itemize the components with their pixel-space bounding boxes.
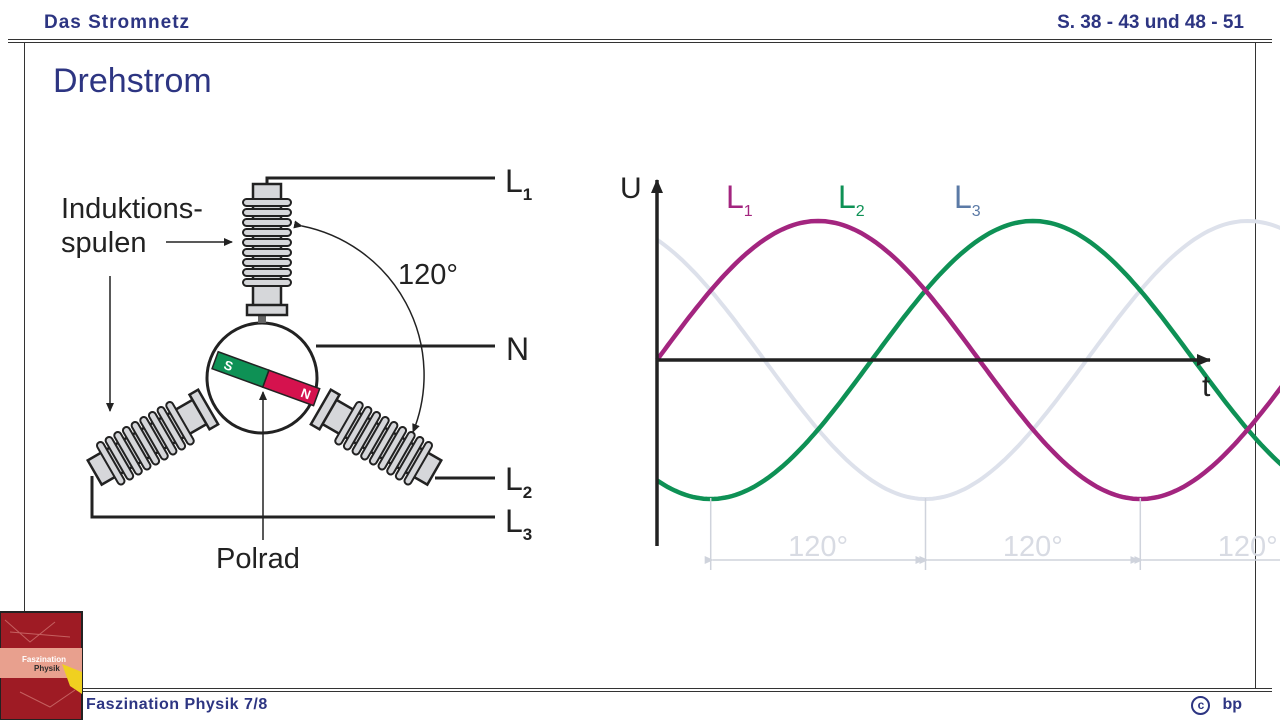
footer-book-title: Faszination Physik 7/8	[86, 696, 268, 713]
coil-label-line1: Induktions-	[61, 193, 203, 225]
coil-winding	[394, 435, 425, 481]
x-axis-label: t	[1202, 370, 1211, 403]
footer-divider-top	[8, 688, 1272, 689]
coil-label-line2: spulen	[61, 227, 146, 259]
series-label-l3: L3	[954, 179, 981, 220]
frame-right	[1255, 42, 1256, 688]
y-axis-label: U	[620, 172, 642, 205]
coil-winding	[242, 248, 292, 257]
frame-left	[24, 42, 25, 688]
header-divider-bottom	[8, 42, 1272, 43]
book-cover-thumbnail: Faszination Physik	[0, 611, 83, 720]
series-line-l3	[655, 218, 1280, 502]
copyright-icon: c	[1191, 696, 1211, 715]
header-page-reference: S. 38 - 43 und 48 - 51	[1057, 12, 1244, 33]
wire-l3	[90, 476, 495, 519]
coil-winding	[156, 405, 187, 451]
three-phase-chart: U t L1 L2 L3 120° 120° 120°	[620, 172, 1280, 570]
angle-label: 120°	[398, 259, 458, 291]
slide-title: Drehstrom	[53, 62, 212, 100]
wire-l1	[265, 176, 495, 185]
induction-coil-right	[309, 387, 443, 487]
coil-winding	[139, 415, 169, 461]
phase-dimensions: 120° 120° 120°	[704, 498, 1280, 570]
phase-dim-label: 120°	[1218, 531, 1278, 563]
cover-subtitle: Physik	[34, 664, 60, 673]
footer-divider-bottom	[8, 691, 1272, 692]
phase-dim-label: 120°	[788, 531, 848, 563]
terminal-l1-label: L1	[505, 163, 532, 204]
header-divider-top	[8, 39, 1272, 40]
coil-winding	[242, 258, 292, 267]
phase-dim-label: 120°	[1003, 531, 1063, 563]
coil-winding	[242, 218, 292, 227]
coil-winding	[242, 238, 292, 247]
coil-winding	[242, 228, 292, 237]
chart-series-group	[655, 218, 1280, 502]
terminal-neutral-label: N	[506, 331, 529, 367]
angle-arc	[293, 220, 425, 433]
induction-coil-top	[242, 182, 292, 317]
coil-connector-top	[258, 312, 266, 323]
terminal-l3-label: L3	[505, 503, 532, 544]
coil-winding	[242, 268, 292, 277]
header-topic: Das Stromnetz	[44, 12, 191, 33]
series-label-l2: L2	[838, 179, 865, 220]
coil-winding	[242, 208, 292, 217]
rotor-label: Polrad	[216, 543, 300, 575]
coil-winding	[242, 198, 292, 207]
induction-coil-left	[86, 387, 220, 487]
coil-winding	[165, 400, 195, 446]
coil-winding	[95, 440, 126, 486]
coil-winding	[147, 410, 178, 456]
coil-foot	[245, 303, 289, 317]
coil-foot	[187, 387, 220, 432]
coil-winding	[130, 420, 161, 466]
series-label-l1: L1	[726, 179, 753, 220]
cover-title: Faszination	[22, 655, 66, 664]
credit-initials: bp	[1222, 696, 1242, 713]
coil-winding	[113, 430, 143, 476]
terminal-l2-label: L2	[505, 461, 532, 502]
generator-diagram: S N 120° Induktions- spulen Polrad L1 N …	[61, 163, 532, 575]
series-line-l1	[655, 218, 1280, 502]
coil-winding	[403, 440, 434, 486]
series-line-l2	[655, 218, 1280, 502]
coil-winding	[104, 435, 135, 481]
coil-winding	[242, 278, 292, 287]
coil-winding	[121, 425, 152, 471]
